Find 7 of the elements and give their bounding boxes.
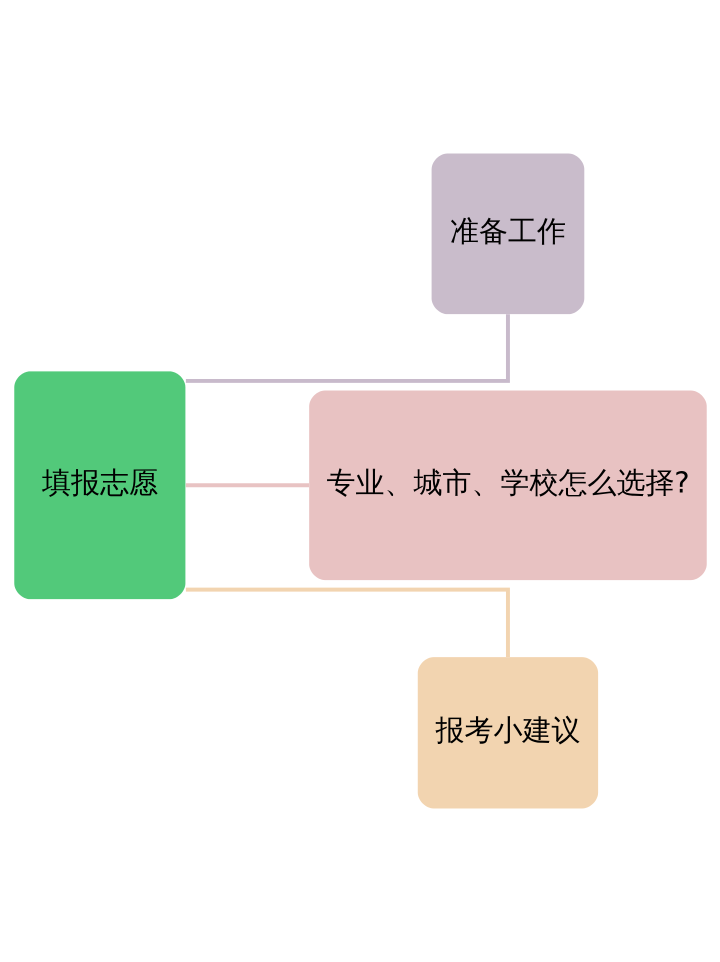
node-box: 专业、城市、学校怎么选择? <box>308 390 706 580</box>
connector <box>185 314 510 383</box>
node-box: 报考小建议 <box>417 657 598 808</box>
connector <box>185 588 510 657</box>
node-box: 准备工作 <box>431 154 584 314</box>
node-box: 填报志愿 <box>14 371 185 600</box>
connector <box>185 483 308 488</box>
